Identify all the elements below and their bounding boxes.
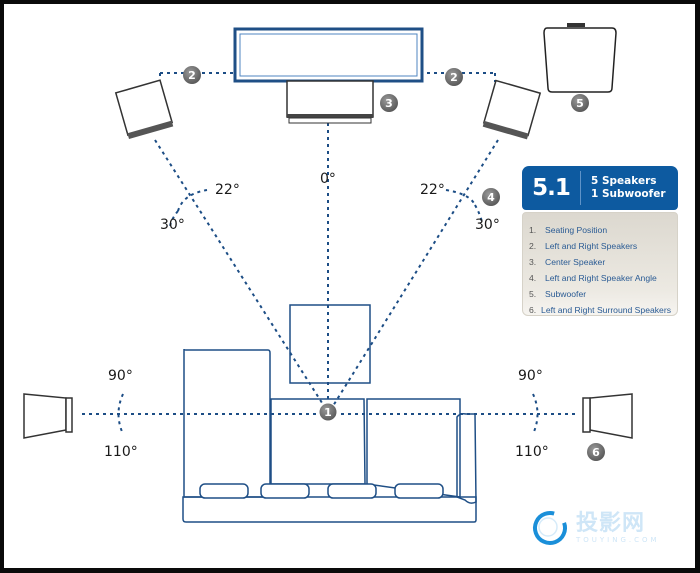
angle-label-surround-right-bottom: 110° xyxy=(515,444,549,460)
legend-item: 4.Left and Right Speaker Angle xyxy=(529,273,657,283)
watermark-en: TOUYING.COM xyxy=(576,536,660,544)
subwoofer xyxy=(543,23,617,93)
right-surround-arc xyxy=(532,393,539,435)
badge-subwoofer: 5 xyxy=(571,94,589,112)
left-30-arc xyxy=(169,210,179,227)
coffee-table xyxy=(289,304,371,384)
legend-item: 5.Subwoofer xyxy=(529,289,587,299)
watermark-cn: 投影网 xyxy=(576,511,646,536)
tv-screen xyxy=(233,27,424,83)
badge-surround-right: 6 xyxy=(587,443,605,461)
legend-header: 5.1 5 Speakers 1 Subwoofer xyxy=(522,166,678,210)
angle-label-left-inner: 22° xyxy=(215,182,240,198)
svg-text:2: 2 xyxy=(188,69,196,82)
sofa-base xyxy=(182,496,477,523)
legend-subwoofer-count: 1 Subwoofer xyxy=(591,188,666,200)
legend-speakers-count: 5 Speakers xyxy=(591,175,657,187)
sofa-cushion xyxy=(260,483,310,499)
angle-label-surround-left-bottom: 110° xyxy=(104,444,138,460)
left-surround-arc xyxy=(117,393,124,435)
legend-list: 1.Seating Position 2.Left and Right Spea… xyxy=(522,212,678,316)
legend-panel: 5.1 5 Speakers 1 Subwoofer 1.Seating Pos… xyxy=(522,166,678,316)
angle-label-right-inner: 22° xyxy=(420,182,445,198)
front-right-speaker xyxy=(482,79,542,140)
legend-divider xyxy=(580,171,581,205)
watermark: 投影网 TOUYING.COM xyxy=(530,508,660,548)
sofa xyxy=(182,348,477,523)
left-22-arc xyxy=(177,189,208,212)
right-22-arc xyxy=(445,189,476,206)
svg-text:3: 3 xyxy=(385,97,393,110)
sofa-back-middle xyxy=(270,398,366,485)
legend-item: 1.Seating Position xyxy=(529,225,608,235)
svg-text:4: 4 xyxy=(487,191,495,204)
badge-front-left: 2 xyxy=(183,66,201,84)
legend-system-label: 5.1 xyxy=(532,175,571,201)
badge-seating: 1 xyxy=(318,402,338,422)
angle-label-right-outer: 30° xyxy=(475,217,500,233)
sofa-cushion xyxy=(199,483,249,499)
legend-item: 3.Center Speaker xyxy=(529,257,606,267)
left-sight-line xyxy=(154,139,325,407)
center-speaker xyxy=(286,80,374,124)
angle-label-surround-right-top: 90° xyxy=(518,368,543,384)
badge-front-right: 2 xyxy=(445,68,463,86)
sofa-cushion xyxy=(327,483,377,499)
angle-label-left-outer: 30° xyxy=(160,217,185,233)
svg-text:6: 6 xyxy=(592,446,600,459)
left-surround-speaker xyxy=(23,393,73,439)
svg-text:5: 5 xyxy=(576,97,584,110)
sofa-chaise xyxy=(183,348,271,498)
right-sight-line xyxy=(332,139,499,407)
svg-text:1: 1 xyxy=(324,406,332,419)
right-30-arc xyxy=(474,204,483,223)
svg-text:2: 2 xyxy=(450,71,458,84)
right-surround-speaker xyxy=(582,393,633,439)
legend-item: 2.Left and Right Speakers xyxy=(529,241,638,251)
legend-item: 6.Left and Right Surround Speakers xyxy=(529,305,671,315)
badge-angle: 4 xyxy=(482,188,500,206)
watermark-logo-icon xyxy=(533,511,567,545)
front-left-speaker xyxy=(114,79,174,140)
badge-center: 3 xyxy=(380,94,398,112)
angle-label-surround-left-top: 90° xyxy=(108,368,133,384)
angle-label-center: 0° xyxy=(320,171,336,187)
sofa-cushion xyxy=(394,483,444,499)
legend-subtitle: 5 Speakers 1 Subwoofer xyxy=(591,175,666,201)
